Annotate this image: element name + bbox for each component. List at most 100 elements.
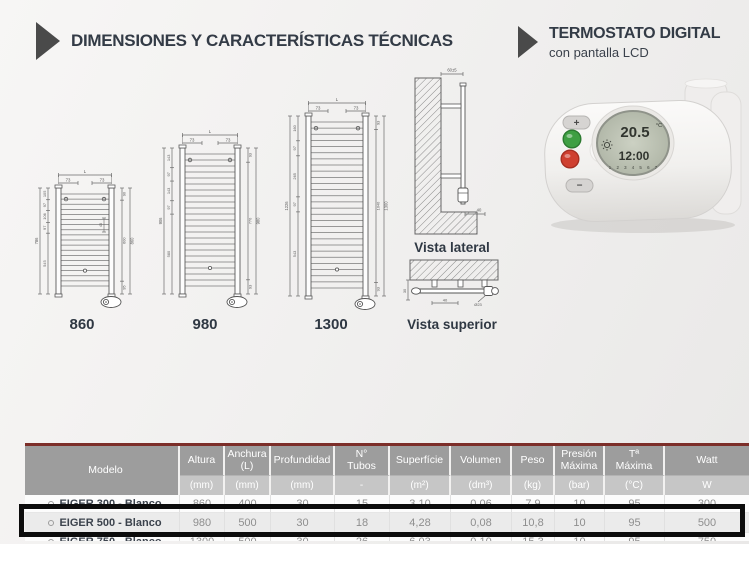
table-cell: 750 <box>665 533 749 541</box>
svg-text:600: 600 <box>122 237 127 244</box>
svg-text:160: 160 <box>292 124 297 131</box>
svg-text:73: 73 <box>226 138 231 143</box>
svg-text:1040: 1040 <box>376 201 381 210</box>
svg-text:786: 786 <box>34 237 39 245</box>
svg-text:97: 97 <box>166 172 171 176</box>
svg-text:545: 545 <box>42 260 47 267</box>
svg-text:265: 265 <box>292 173 297 180</box>
svg-text:12:00: 12:00 <box>619 149 650 163</box>
svg-text:L: L <box>209 129 212 134</box>
table-cell: 10 <box>555 513 605 533</box>
table-cell: 6,03 <box>390 533 451 541</box>
table-cell: 26 <box>335 533 390 541</box>
column-unit: (dm³) <box>451 475 512 495</box>
svg-text:93: 93 <box>248 285 253 289</box>
svg-text:73: 73 <box>354 106 359 111</box>
section-header-dimensiones: DIMENSIONES Y CARACTERÍSTICAS TÉCNICAS <box>36 22 453 60</box>
column-header: N° Tubos <box>335 446 390 475</box>
table-cell: 7,9 <box>512 495 555 513</box>
svg-text:95: 95 <box>122 285 127 289</box>
svg-text:105: 105 <box>42 191 47 198</box>
column-header: Anchura (L) <box>225 446 271 475</box>
table-cell: 30 <box>271 533 335 541</box>
column-header: Tª Máxima <box>605 446 665 475</box>
svg-text:40: 40 <box>477 208 482 213</box>
svg-text:1226: 1226 <box>284 201 289 211</box>
svg-text:−: − <box>577 181 583 192</box>
section-title: DIMENSIONES Y CARACTERÍSTICAS TÉCNICAS <box>71 31 453 50</box>
model-bullet-icon <box>48 500 55 507</box>
table-cell: 4,28 <box>390 513 451 533</box>
svg-text:97: 97 <box>42 203 47 207</box>
arrow-icon <box>36 22 60 60</box>
svg-text:30: 30 <box>403 289 407 293</box>
svg-text:Ø23: Ø23 <box>474 302 482 307</box>
drawing-label: 1300 <box>314 316 348 333</box>
svg-text:860: 860 <box>130 237 135 245</box>
svg-text:980: 980 <box>256 217 261 225</box>
model-name: EIGER 750 - Blanco <box>25 533 180 541</box>
section-title: TERMOSTATO DIGITAL <box>549 25 721 42</box>
column-unit: W <box>665 475 749 495</box>
svg-text:L: L <box>84 169 87 174</box>
model-bullet-icon <box>48 538 55 541</box>
column-unit: (mm) <box>180 475 225 495</box>
svg-text:90: 90 <box>122 191 127 196</box>
svg-text:543: 543 <box>292 251 297 258</box>
svg-text:106: 106 <box>42 213 47 220</box>
table-cell: 980 <box>180 513 225 533</box>
svg-text:97: 97 <box>292 202 297 206</box>
column-unit: (bar) <box>555 475 605 495</box>
table-cell: 400 <box>225 495 271 513</box>
vista-lateral-drawing: 60±5 40 <box>405 64 500 238</box>
table-cell: 30 <box>271 495 335 513</box>
column-unit: (°C) <box>605 475 665 495</box>
svg-text:143: 143 <box>166 188 171 195</box>
column-header: Profundidad <box>271 446 335 475</box>
model-bullet-icon <box>48 519 55 526</box>
svg-text:97: 97 <box>292 146 297 150</box>
drawing-label: 980 <box>192 316 218 333</box>
table-cell: 500 <box>225 513 271 533</box>
vista-lateral-label: Vista lateral <box>414 240 490 255</box>
table-cell: 500 <box>665 513 749 533</box>
svg-text:73: 73 <box>66 178 71 183</box>
table-cell: 0,08 <box>451 513 512 533</box>
column-header: Altura <box>180 446 225 475</box>
radiator-drawing-1300: L 73 73 160 97 265 97 543 1226 93 1040 93 1300 <box>264 96 398 318</box>
drawing-label: 860 <box>69 316 95 333</box>
svg-text:1 2 3 4 5 6 7: 1 2 3 4 5 6 7 <box>609 165 659 170</box>
svg-text:97: 97 <box>166 205 171 209</box>
table-cell: 0,10 <box>451 533 512 541</box>
column-unit: (mm) <box>271 475 335 495</box>
svg-text:73: 73 <box>316 106 321 111</box>
svg-text:L: L <box>336 97 339 102</box>
table-cell: 15 <box>335 495 390 513</box>
table-cell: 860 <box>180 495 225 513</box>
svg-text:1300: 1300 <box>384 201 389 211</box>
svg-text:93: 93 <box>376 121 381 125</box>
column-header: Volumen <box>451 446 512 475</box>
table-cell: 0,06 <box>451 495 512 513</box>
section-subtitle: con pantalla LCD <box>549 44 649 60</box>
section-header-termostato: TERMOSTATO DIGITAL con pantalla LCD <box>518 25 721 60</box>
bottom-margin <box>0 544 749 581</box>
column-header: Peso <box>512 446 555 475</box>
svg-text:93: 93 <box>248 153 253 157</box>
svg-text:73: 73 <box>190 138 195 143</box>
table-cell: 95 <box>605 533 665 541</box>
table-cell: 95 <box>605 495 665 513</box>
svg-text:60±5: 60±5 <box>447 68 457 73</box>
svg-text:93: 93 <box>376 287 381 291</box>
svg-text:97: 97 <box>42 226 47 230</box>
svg-text:20.5: 20.5 <box>620 124 649 141</box>
model-name: EIGER 500 - Blanco <box>25 513 180 533</box>
column-unit: - <box>335 475 390 495</box>
svg-text:40: 40 <box>443 298 448 303</box>
arrow-icon <box>518 26 538 58</box>
table-cell: 10 <box>555 495 605 513</box>
svg-text:143: 143 <box>166 155 171 162</box>
